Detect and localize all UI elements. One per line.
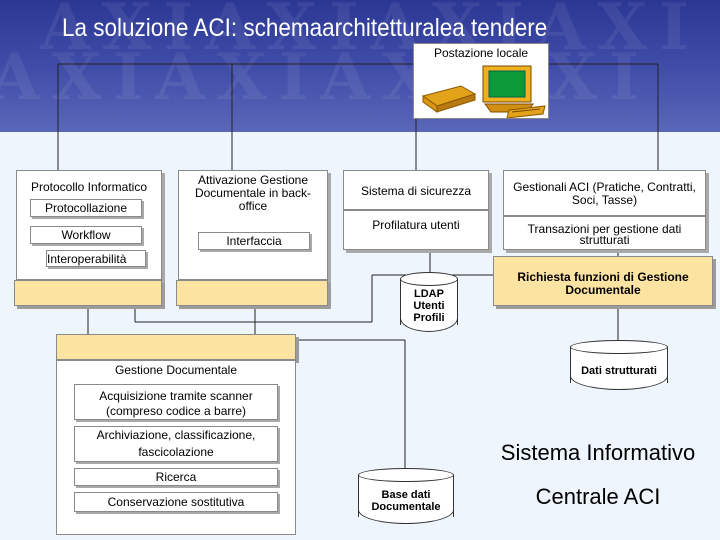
protocollo-accent-bar bbox=[14, 280, 162, 306]
sicurezza-title: Sistema di sicurezza bbox=[344, 185, 488, 198]
profilatura-label: Profilatura utenti bbox=[344, 219, 488, 232]
richiesta-label: Richiesta funzioni di Gestione Documenta… bbox=[500, 271, 706, 297]
protocollazione-label: Protocollazione bbox=[31, 202, 141, 215]
base-dati-label: Base dati Documentale bbox=[358, 489, 454, 513]
acquisizione-box: Acquisizione tramite scanner (compreso c… bbox=[74, 384, 278, 420]
protocollo-title: Protocollo Informatico bbox=[17, 181, 161, 194]
base-dati-database: Base dati Documentale bbox=[358, 468, 454, 524]
dati-strutturati-label: Dati strutturati bbox=[570, 365, 668, 377]
dati-strutturati-database: Dati strutturati bbox=[570, 340, 668, 390]
attivazione-accent-bar bbox=[176, 280, 328, 306]
gestionali-title: Gestionali ACI (Pratiche, Contratti, Soc… bbox=[508, 181, 701, 207]
centrale-aci-label: Centrale ACI bbox=[478, 484, 718, 510]
archiviazione-box: Archiviazione, classificazione, fascicol… bbox=[74, 426, 278, 462]
interoperabilita-label: Interoperabilità bbox=[47, 253, 126, 266]
postazione-locale-panel: Postazione locale bbox=[413, 43, 549, 119]
gestione-doc-accent-bar bbox=[56, 334, 296, 360]
gestione-doc-title: Gestione Documentale bbox=[57, 364, 295, 377]
postazione-label: Postazione locale bbox=[414, 47, 548, 60]
ricerca-label: Ricerca bbox=[75, 471, 277, 484]
workflow-box: Workflow bbox=[30, 226, 142, 244]
richiesta-funzioni-box: Richiesta funzioni di Gestione Documenta… bbox=[493, 256, 713, 306]
interfaccia-box: Interfaccia bbox=[198, 232, 310, 250]
conservazione-label: Conservazione sostitutiva bbox=[75, 496, 277, 509]
transazioni-label: Transazioni per gestione dati strutturat… bbox=[518, 224, 691, 246]
profilatura-panel: Profilatura utenti bbox=[343, 210, 489, 250]
ricerca-box: Ricerca bbox=[74, 468, 278, 486]
computer-icon bbox=[417, 62, 547, 118]
sistema-informativo-label: Sistema Informativo bbox=[478, 440, 718, 466]
protocollazione-box: Protocollazione bbox=[30, 199, 142, 217]
interfaccia-label: Interfaccia bbox=[199, 235, 309, 248]
interoperabilita-box: Interoperabilità bbox=[46, 250, 146, 267]
workflow-label: Workflow bbox=[31, 229, 141, 242]
ldap-label: LDAP Utenti Profili bbox=[400, 288, 458, 324]
attivazione-panel: Attivazione Gestione Documentale in back… bbox=[178, 170, 328, 280]
attivazione-title: Attivazione Gestione Documentale in back… bbox=[183, 174, 323, 213]
conservazione-box: Conservazione sostitutiva bbox=[74, 492, 278, 512]
ldap-database: LDAP Utenti Profili bbox=[400, 272, 458, 332]
acquisizione-label: Acquisizione tramite scanner (compreso c… bbox=[89, 389, 263, 419]
gestionali-panel: Gestionali ACI (Pratiche, Contratti, Soc… bbox=[503, 170, 706, 216]
archiviazione-label: Archiviazione, classificazione, fascicol… bbox=[85, 427, 267, 461]
sicurezza-panel: Sistema di sicurezza bbox=[343, 170, 489, 210]
transazioni-panel: Transazioni per gestione dati strutturat… bbox=[503, 216, 706, 250]
